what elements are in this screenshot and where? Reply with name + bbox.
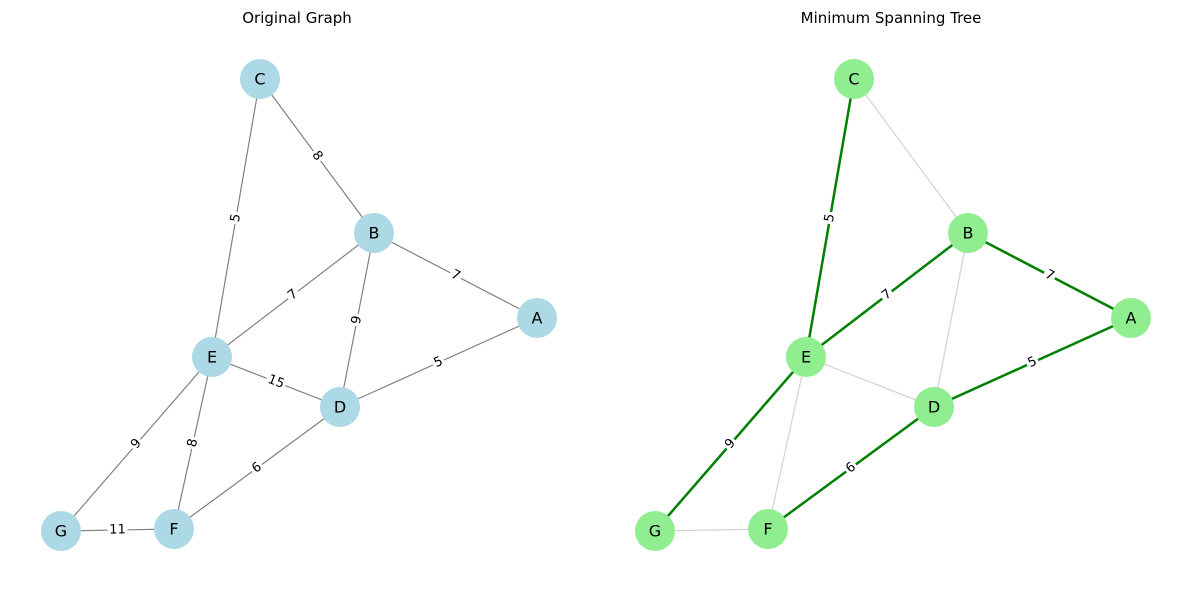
node-label: B [369, 224, 380, 243]
node-label: C [848, 70, 859, 89]
edge-weight-bg [283, 285, 303, 305]
node-label: E [207, 348, 217, 367]
node-B: B [948, 213, 988, 253]
edge-weight-E-G: 9 [720, 434, 741, 454]
edge-weight-bg [877, 285, 897, 305]
node-A: A [517, 298, 557, 338]
edge-weight-bg [347, 312, 367, 328]
panel-title-mst: Minimum Spanning Tree [800, 9, 982, 27]
node-circle [948, 213, 988, 253]
edge-weight-C-B: 8 [307, 146, 327, 166]
edge-weight-B-A: 7 [446, 265, 465, 286]
edge-weight-D-F: 6 [247, 458, 267, 478]
edge-weight-label: 5 [822, 213, 838, 224]
edge-weight-bg [107, 521, 128, 539]
node-circle [786, 337, 826, 377]
node-label: B [963, 224, 974, 243]
edge-weight-D-F: 6 [841, 458, 861, 478]
node-C: C [240, 59, 280, 99]
node-circle [1111, 298, 1151, 338]
edge-weight-A-D: 5 [429, 352, 448, 373]
edge-weight-bg [227, 210, 245, 226]
edge-weight-B-A: 7 [1040, 265, 1059, 286]
node-label: A [532, 309, 543, 328]
node-label: C [254, 70, 265, 89]
node-G: G [41, 511, 81, 551]
panel-title-original: Original Graph [242, 9, 352, 27]
edge-weight-label: 8 [185, 437, 201, 448]
node-label: A [1126, 309, 1137, 328]
edge-weight-label: 15 [266, 372, 287, 392]
node-label: F [763, 520, 772, 539]
node-E: E [192, 337, 232, 377]
mst-graph: 5 7 7 5 9 6 C B A E D G F [635, 59, 1151, 551]
edge-weight-B-E: 7 [283, 285, 303, 305]
edge-weight-bg [183, 435, 203, 451]
node-G: G [635, 511, 675, 551]
node-label: E [801, 348, 811, 367]
edge-weight-bg [446, 265, 465, 286]
edge-weight-bg [1023, 352, 1042, 373]
node-label: F [169, 520, 178, 539]
edge-E-D [805, 356, 935, 408]
node-circle [354, 213, 394, 253]
edge-weight-E-G: 9 [126, 434, 147, 454]
node-circle [748, 509, 788, 549]
node-C: C [834, 59, 874, 99]
node-circle [192, 337, 232, 377]
node-circle [834, 59, 874, 99]
node-circle [914, 387, 954, 427]
edge-E-F [767, 356, 807, 530]
edge-weight-bg [1040, 265, 1059, 286]
node-label: G [649, 522, 661, 541]
node-label: D [334, 398, 346, 417]
node-circle [240, 59, 280, 99]
edge-weight-bg [841, 458, 861, 478]
node-circle [517, 298, 557, 338]
node-label: D [928, 398, 940, 417]
edge-weight-bg [126, 434, 147, 454]
node-circle [154, 509, 194, 549]
node-D: D [914, 387, 954, 427]
edge-weight-bg [307, 146, 327, 166]
panel-minimum-spanning-tree: Minimum Spanning Tree 5 7 7 5 9 6 C B A E D G F [594, 0, 1188, 590]
edge-B-D [933, 232, 969, 408]
node-label: G [55, 522, 67, 541]
panel-original-graph: Original Graph 8 5 7 7 9 5 15 9 8 6 11 C B A E D G F [0, 0, 594, 590]
node-circle [41, 511, 81, 551]
node-A: A [1111, 298, 1151, 338]
edge-weight-bg [720, 434, 741, 454]
node-D: D [320, 387, 360, 427]
node-F: F [154, 509, 194, 549]
edge-weight-label: 5 [228, 213, 244, 224]
edge-weight-bg [263, 370, 289, 394]
edge-weight-A-D: 5 [1023, 352, 1042, 373]
edge-weight-C-E: 5 [227, 210, 245, 226]
node-B: B [354, 213, 394, 253]
edge-weight-bg [821, 210, 839, 226]
edge-weight-bg [429, 352, 448, 373]
edge-weight-B-E: 7 [877, 285, 897, 305]
edge-weight-B-D: 9 [347, 312, 367, 328]
edge-C-B [853, 78, 969, 234]
edge-weight-label: 9 [349, 314, 365, 325]
edge-weight-label: 11 [109, 522, 126, 537]
node-F: F [748, 509, 788, 549]
edge-weight-bg [247, 458, 267, 478]
node-circle [320, 387, 360, 427]
edge-weight-E-D: 15 [263, 370, 289, 394]
edge-weight-C-E: 5 [821, 210, 839, 226]
node-circle [635, 511, 675, 551]
node-E: E [786, 337, 826, 377]
original-graph: 8 5 7 7 9 5 15 9 8 6 11 C B A E D G F [41, 59, 557, 551]
edge-weight-G-F: 11 [107, 521, 128, 539]
edge-weight-E-F: 8 [183, 435, 203, 451]
